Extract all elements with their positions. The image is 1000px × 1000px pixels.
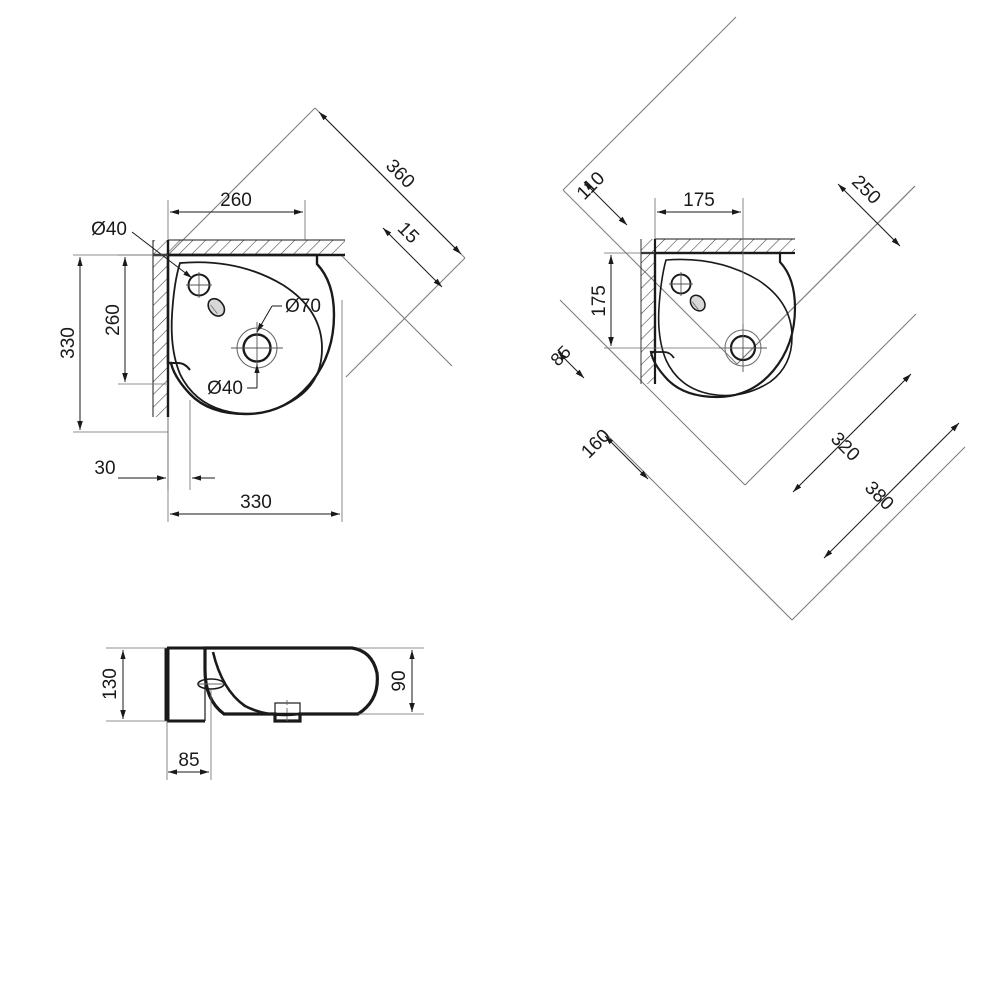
v2-overflow-slot <box>689 294 706 312</box>
v1-dim-d70-label: Ø70 <box>285 296 321 317</box>
v1-dim-260-left-label: 260 <box>103 304 124 336</box>
v1-basin-rim-inner <box>170 261 323 415</box>
v2-tap-hole <box>669 272 693 296</box>
v3-dim-130: 130 <box>100 647 167 722</box>
v1-leader-d70: Ø70 <box>256 296 321 333</box>
v3-dim-85: 85 <box>166 690 212 780</box>
v1-basin-notch <box>168 362 191 371</box>
v2-basin-notch <box>655 351 675 359</box>
v1-dim-330-bottom-label: 330 <box>240 492 272 513</box>
v3-back-wall <box>164 646 205 723</box>
v2-dim-175-top: 175 <box>654 190 744 340</box>
v3-dim-90: 90 <box>358 647 424 715</box>
v2-basin-rim-inner <box>657 258 793 397</box>
v1-wall-hatch-top <box>168 240 345 255</box>
v1-dim-30: 30 <box>94 400 215 490</box>
v2-dim-175-left: 175 <box>589 252 743 349</box>
v1-dim-330-left-label: 330 <box>58 327 79 359</box>
v1-leader-d40-drain: Ø40 <box>207 364 260 399</box>
v3-dim-85-label: 85 <box>178 750 199 771</box>
v1-dim-330-bottom: 330 <box>167 300 343 522</box>
v1-dim-d40-drain-label: Ø40 <box>207 378 243 399</box>
v1-dim-d40-tap-label: Ø40 <box>91 219 127 240</box>
v1-dim-30-label: 30 <box>94 458 115 479</box>
v2-wall-hatch-top <box>655 239 795 253</box>
v3-dim-90-label: 90 <box>389 670 410 691</box>
v2-dim-175-left-label: 175 <box>589 285 610 317</box>
view-plan-right: 110 250 85 160 320 380 <box>547 16 966 621</box>
v1-dim-260-top: 260 <box>167 190 306 240</box>
v3-drain-spigot <box>274 700 301 722</box>
v1-overflow-slot <box>207 297 226 317</box>
v1-tap-hole <box>186 272 212 298</box>
v2-basin-outline <box>649 251 797 399</box>
v3-basin-profile <box>203 646 379 723</box>
v2-dim-175-top-label: 175 <box>683 190 715 211</box>
v1-wall-hatch-left <box>153 240 168 417</box>
v2-wall-hatch-left <box>641 239 655 384</box>
v1-dim-260-left: 260 <box>103 254 168 385</box>
view-section-bottom: 130 90 85 <box>100 646 424 780</box>
v1-dim-260-top-label: 260 <box>220 190 252 211</box>
v3-dim-130-label: 130 <box>100 668 121 700</box>
v3-overflow-slot <box>197 678 225 690</box>
